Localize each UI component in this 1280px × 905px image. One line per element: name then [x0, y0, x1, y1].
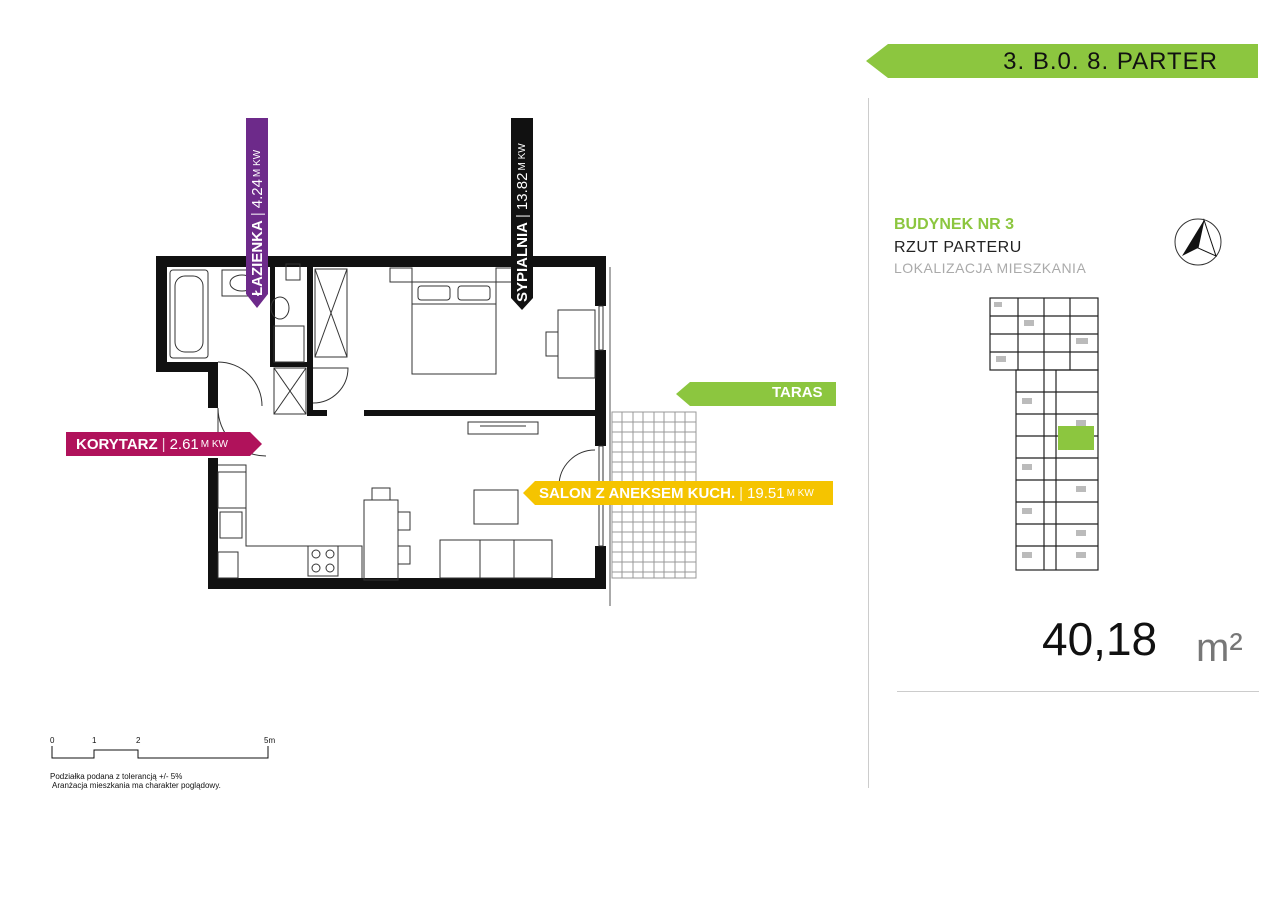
korytarz-unit: M KW [200, 438, 228, 450]
korytarz-label: KORYTARZ | 2.61 M KW [76, 435, 228, 453]
sypialnia-label: SYPIALNIA | 13.82 M KW [513, 143, 531, 302]
lazienka-label: ŁAZIENKA | 4.24 M KW [248, 149, 266, 296]
scale-note: Podziałka podana z tolerancją +/- 5% Ara… [50, 772, 221, 790]
lazienka-name: ŁAZIENKA [248, 220, 266, 296]
taras-label-bg [676, 382, 836, 406]
scale-tick-1: 1 [92, 736, 97, 745]
salon-unit: M KW [786, 487, 814, 499]
divider-horizontal [897, 691, 1259, 692]
lazienka-label-bg [246, 118, 268, 308]
divider-vertical [868, 98, 869, 788]
building-title: BUDYNEK NR 3 [894, 216, 1015, 233]
scale-tick-5m: 5m [264, 736, 276, 745]
apartment-code: 3. B.0. 8. PARTER [1003, 48, 1218, 75]
note-line-1: Podziałka podana z tolerancją +/- 5% [50, 772, 183, 781]
lazienka-unit: M KW [251, 149, 263, 178]
scale-bar [51, 746, 269, 759]
sypialnia-unit: M KW [516, 143, 528, 171]
salon-name: SALON Z ANEKSEM KUCH. [539, 484, 736, 502]
salon-area: 19.51 [747, 484, 785, 502]
north-arrow-icon [1174, 218, 1222, 266]
taras-name: TARAS [772, 384, 823, 401]
building-location-plan [989, 297, 1099, 571]
apartment-code-tag: 3. B.0. 8. PARTER [866, 44, 1258, 78]
tag-arrow-shape [866, 44, 1258, 78]
floor-plan [156, 256, 697, 606]
salon-label: SALON Z ANEKSEM KUCH. | 19.51 M KW [539, 484, 814, 502]
korytarz-area: 2.61 [169, 435, 199, 453]
apartment-area-unit: m² [1196, 626, 1243, 670]
location-label: LOKALIZACJA MIESZKANIA [894, 260, 1087, 276]
building-subtitle: RZUT PARTERU [894, 239, 1022, 256]
scale-tick-0: 0 [50, 736, 55, 745]
walls [156, 256, 606, 589]
scale-tick-2: 2 [136, 736, 141, 745]
sypialnia-area: 13.82 [513, 172, 531, 211]
salon-label-bg [523, 481, 833, 505]
sypialnia-label-bg [511, 118, 533, 310]
note-line-2: Aranżacja mieszkania ma charakter pogląd… [52, 781, 221, 790]
lazienka-area: 4.24 [248, 179, 266, 209]
apartment-area-value: 40,18 [1042, 613, 1158, 665]
sypialnia-name: SYPIALNIA [513, 221, 531, 302]
apartment-highlight [1058, 426, 1094, 450]
korytarz-label-bg [66, 432, 262, 456]
korytarz-name: KORYTARZ [76, 435, 158, 453]
